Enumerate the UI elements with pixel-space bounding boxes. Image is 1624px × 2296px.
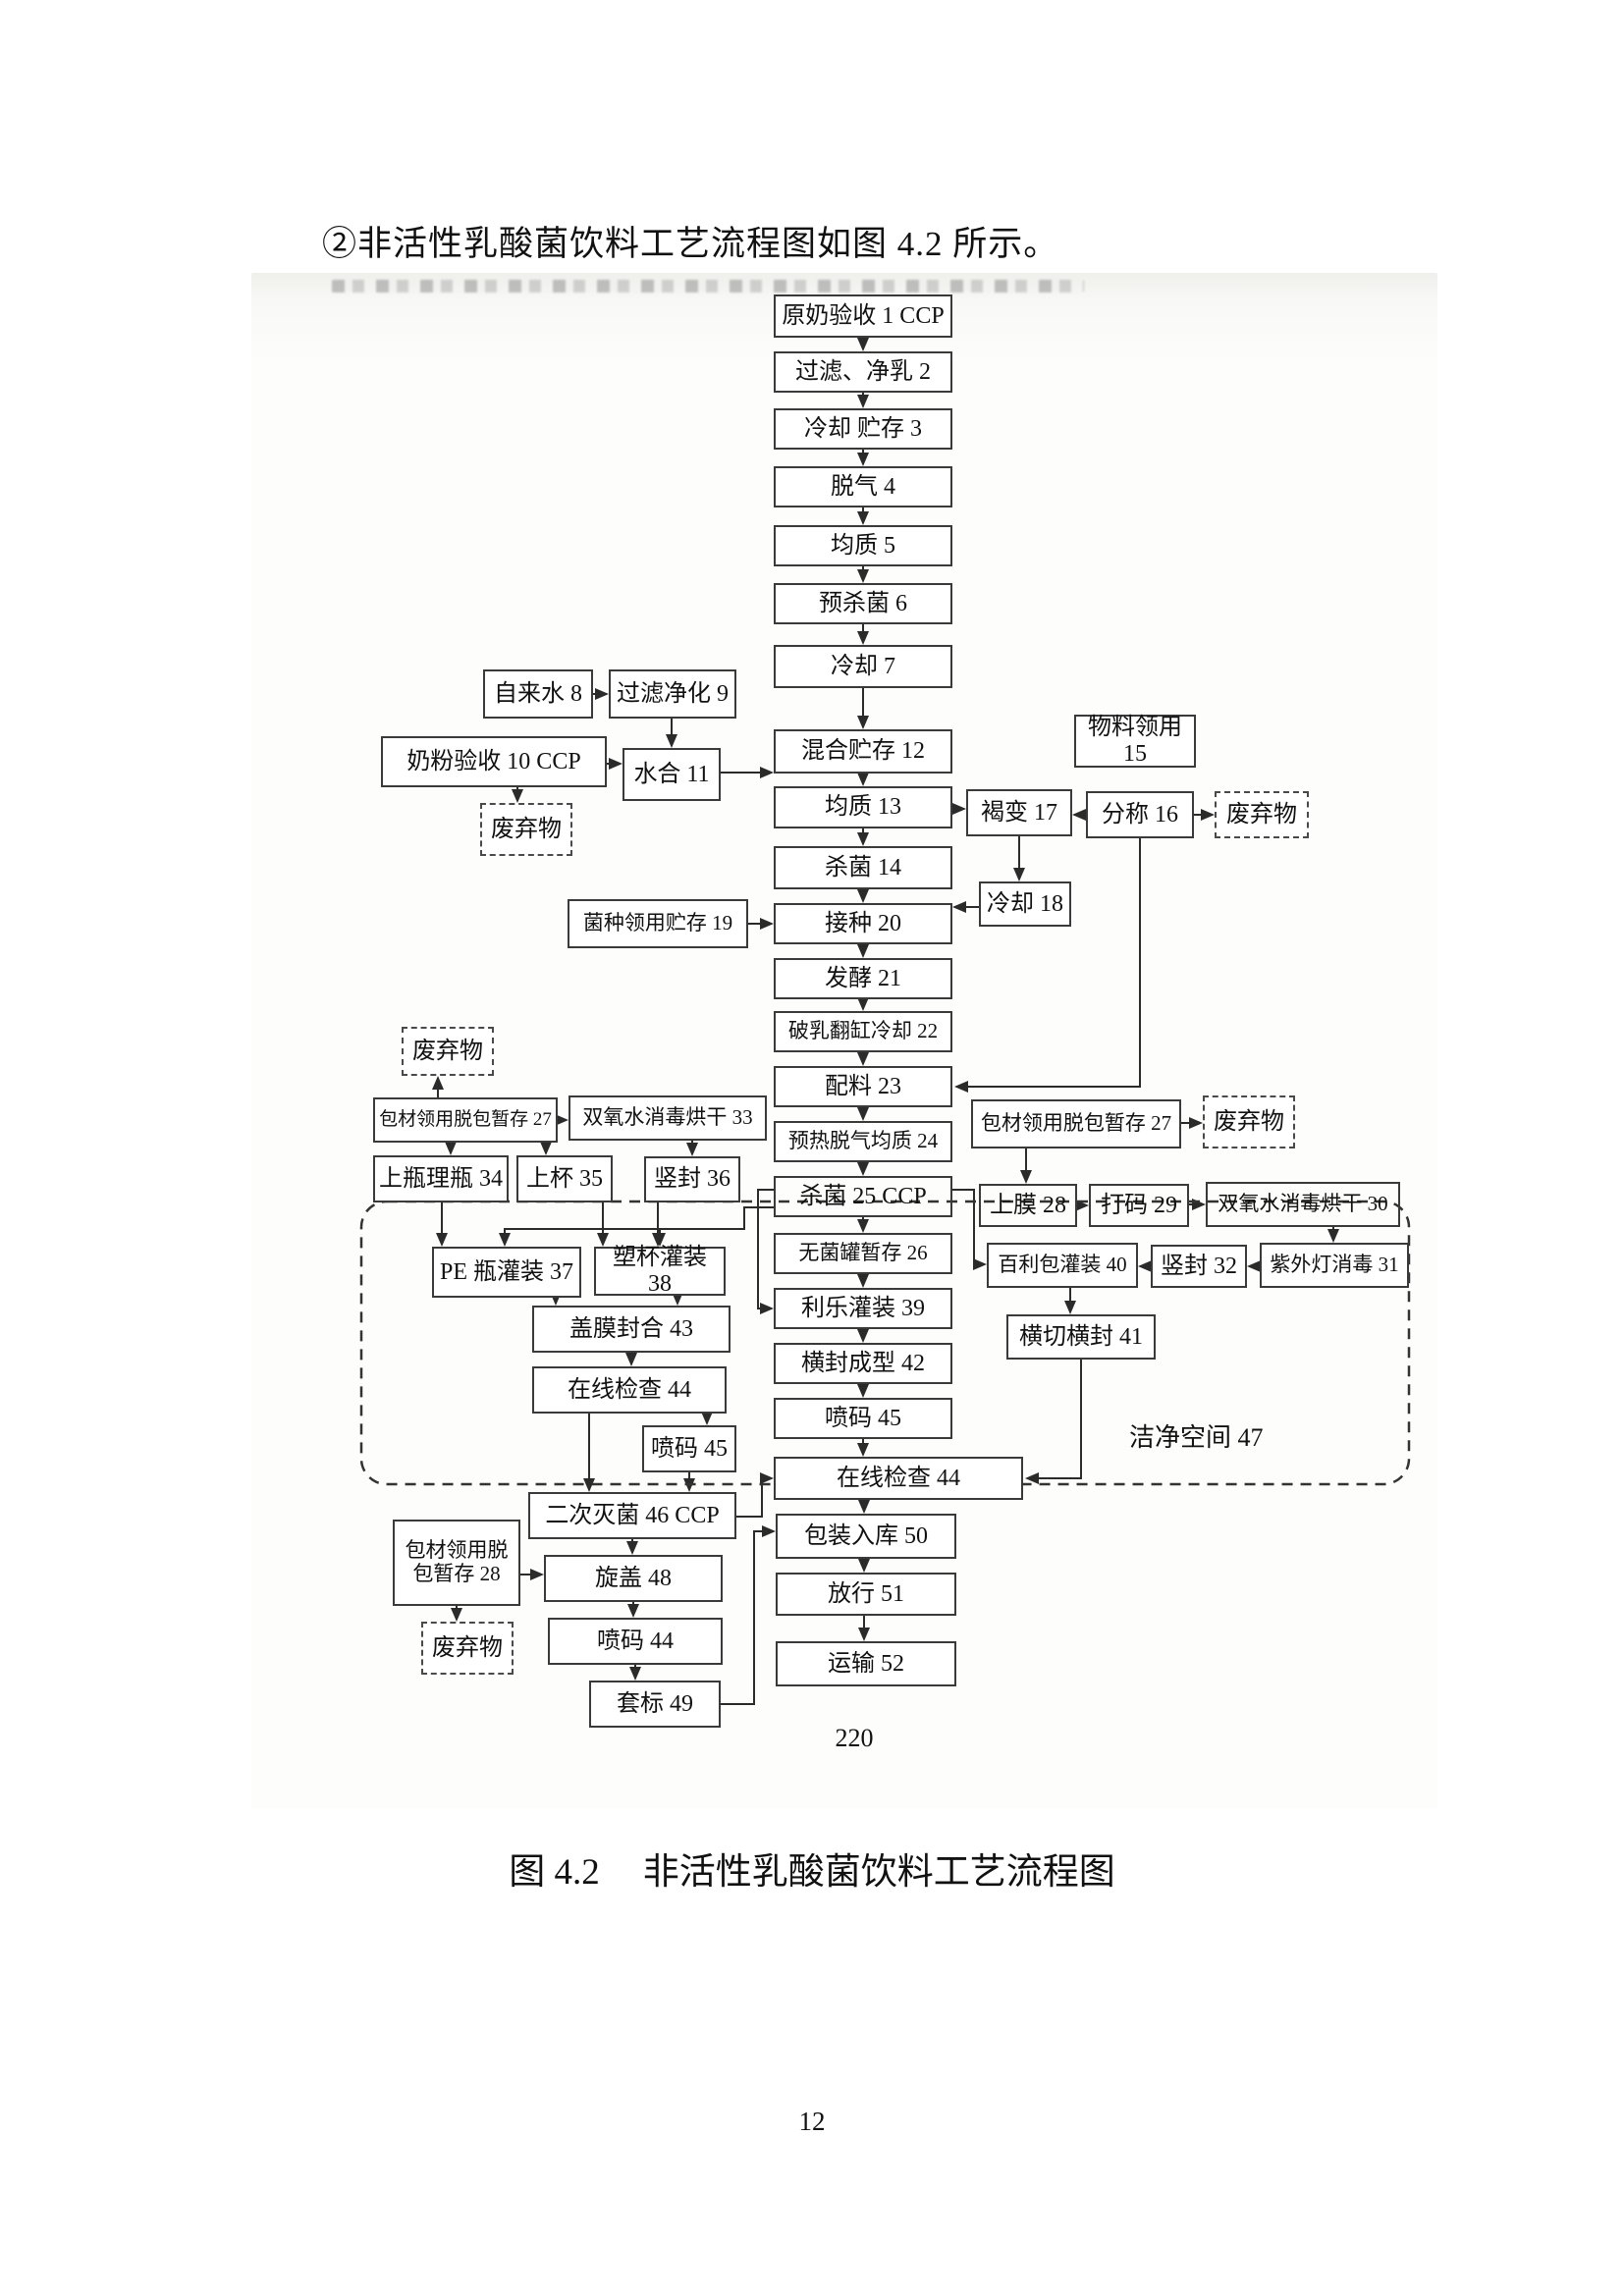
node-inkjet-45-left: 喷码 45 [642,1425,736,1472]
node-tap-water: 自来水 8 [483,669,593,719]
node-packaging-material-unpack-27-right: 包材领用脱包暂存 27 [971,1099,1181,1148]
figure-caption-number: 图 4.2 [509,1852,600,1893]
node-hydration: 水合 11 [623,748,721,801]
node-bottle-loading: 上瓶理瓶 34 [373,1155,509,1202]
stray-number: 220 [835,1724,874,1752]
node-cup-loading: 上杯 35 [516,1155,613,1202]
node-bailibao-filling: 百利包灌装 40 [987,1243,1138,1288]
node-transport: 运输 52 [776,1641,956,1686]
node-raw-milk-acceptance: 原奶验收 1 CCP [774,294,952,338]
node-degassing: 脱气 4 [774,466,952,507]
node-pre-sterilization: 预杀菌 6 [774,583,952,624]
node-weighing: 分称 16 [1086,791,1194,838]
node-cooling-storage: 冷却 贮存 3 [774,408,952,450]
figure-caption-title: 非活性乳酸菌饮料工艺流程图 [642,1852,1115,1893]
node-browning: 褐变 17 [966,789,1072,836]
node-cup-filling: 塑杯灌装 38 [594,1245,726,1297]
node-filtration-purification-9: 过滤净化 9 [609,669,736,719]
node-milk-powder-acceptance: 奶粉验收 10 CCP [381,736,607,787]
node-material-requisition: 物料领用 15 [1074,715,1196,768]
node-curd-breaking-cooling: 破乳翻缸冷却 22 [774,1011,952,1052]
node-coding-44: 喷码 44 [548,1618,723,1665]
node-vertical-seal-32: 竖封 32 [1151,1245,1247,1288]
node-secondary-sterilization: 二次灭菌 46 CCP [528,1492,736,1539]
node-homogenization-5: 均质 5 [774,525,952,566]
node-vertical-seal-36: 竖封 36 [644,1156,740,1202]
node-capping: 旋盖 48 [544,1555,723,1602]
node-sterilization-25-ccp: 杀菌 25 CCP [774,1176,952,1217]
node-inline-check-center: 在线检查 44 [774,1457,1023,1500]
node-sleeve-labeling: 套标 49 [589,1681,721,1728]
node-cross-seal-forming: 横封成型 42 [774,1343,952,1384]
waste-box-bottom: 废弃物 [421,1622,514,1675]
node-inoculation: 接种 20 [774,903,952,944]
node-packing-warehouse: 包装入库 50 [776,1514,956,1559]
clean-space-label: 洁净空间 47 [1129,1423,1264,1452]
node-cooling-7: 冷却 7 [774,645,952,688]
figure-caption: 图 4.2 非活性乳酸菌饮料工艺流程图 [0,1842,1624,1895]
node-preheat-degas-homogenize: 预热脱气均质 24 [774,1121,952,1162]
section-heading: ②非活性乳酸菌饮料工艺流程图如图 4.2 所示。 [322,225,1059,263]
node-uv-disinfection: 紫外灯消毒 31 [1260,1243,1409,1288]
node-packaging-material-unpack-27-left: 包材领用脱包暂存 27 [373,1097,558,1143]
node-filtration-clarification: 过滤、净乳 2 [774,351,952,393]
node-aseptic-tank-storage: 无菌罐暂存 26 [774,1233,952,1274]
node-fermentation: 发酵 21 [774,958,952,999]
node-lid-film-sealing: 盖膜封合 43 [532,1306,731,1353]
node-tetra-filling: 利乐灌装 39 [774,1288,952,1329]
node-cross-cut-seal: 横切横封 41 [1006,1314,1156,1360]
page-number: 12 [798,2107,826,2136]
node-homogenization-13: 均质 13 [774,786,952,828]
waste-box-pack-right: 废弃物 [1203,1095,1295,1148]
node-inline-check-left: 在线检查 44 [532,1366,727,1414]
node-peroxide-disinfect-dry-33: 双氧水消毒烘干 33 [568,1095,767,1141]
node-mixing-storage: 混合贮存 12 [774,729,952,774]
scan-artifact-strip [332,280,1084,293]
node-packaging-material-unpack-28: 包材领用脱包暂存 28 [393,1520,520,1606]
node-release: 放行 51 [776,1573,956,1616]
node-pe-bottle-filling: PE 瓶灌装 37 [432,1247,581,1298]
node-culture-requisition-storage: 菌种领用贮存 19 [568,899,748,948]
node-blending: 配料 23 [774,1066,952,1107]
waste-box-pack-left: 废弃物 [402,1027,494,1076]
waste-box-powder: 废弃物 [480,803,572,856]
node-peroxide-disinfect-dry-30: 双氧水消毒烘干 30 [1206,1182,1400,1227]
node-inkjet-45-center: 喷码 45 [774,1398,952,1439]
node-film-loading: 上膜 28 [979,1184,1077,1227]
node-coding-29: 打码 29 [1089,1184,1189,1227]
node-cooling-18: 冷却 18 [979,881,1071,927]
node-sterilization-14: 杀菌 14 [774,846,952,889]
waste-box-weighing: 废弃物 [1215,791,1309,838]
